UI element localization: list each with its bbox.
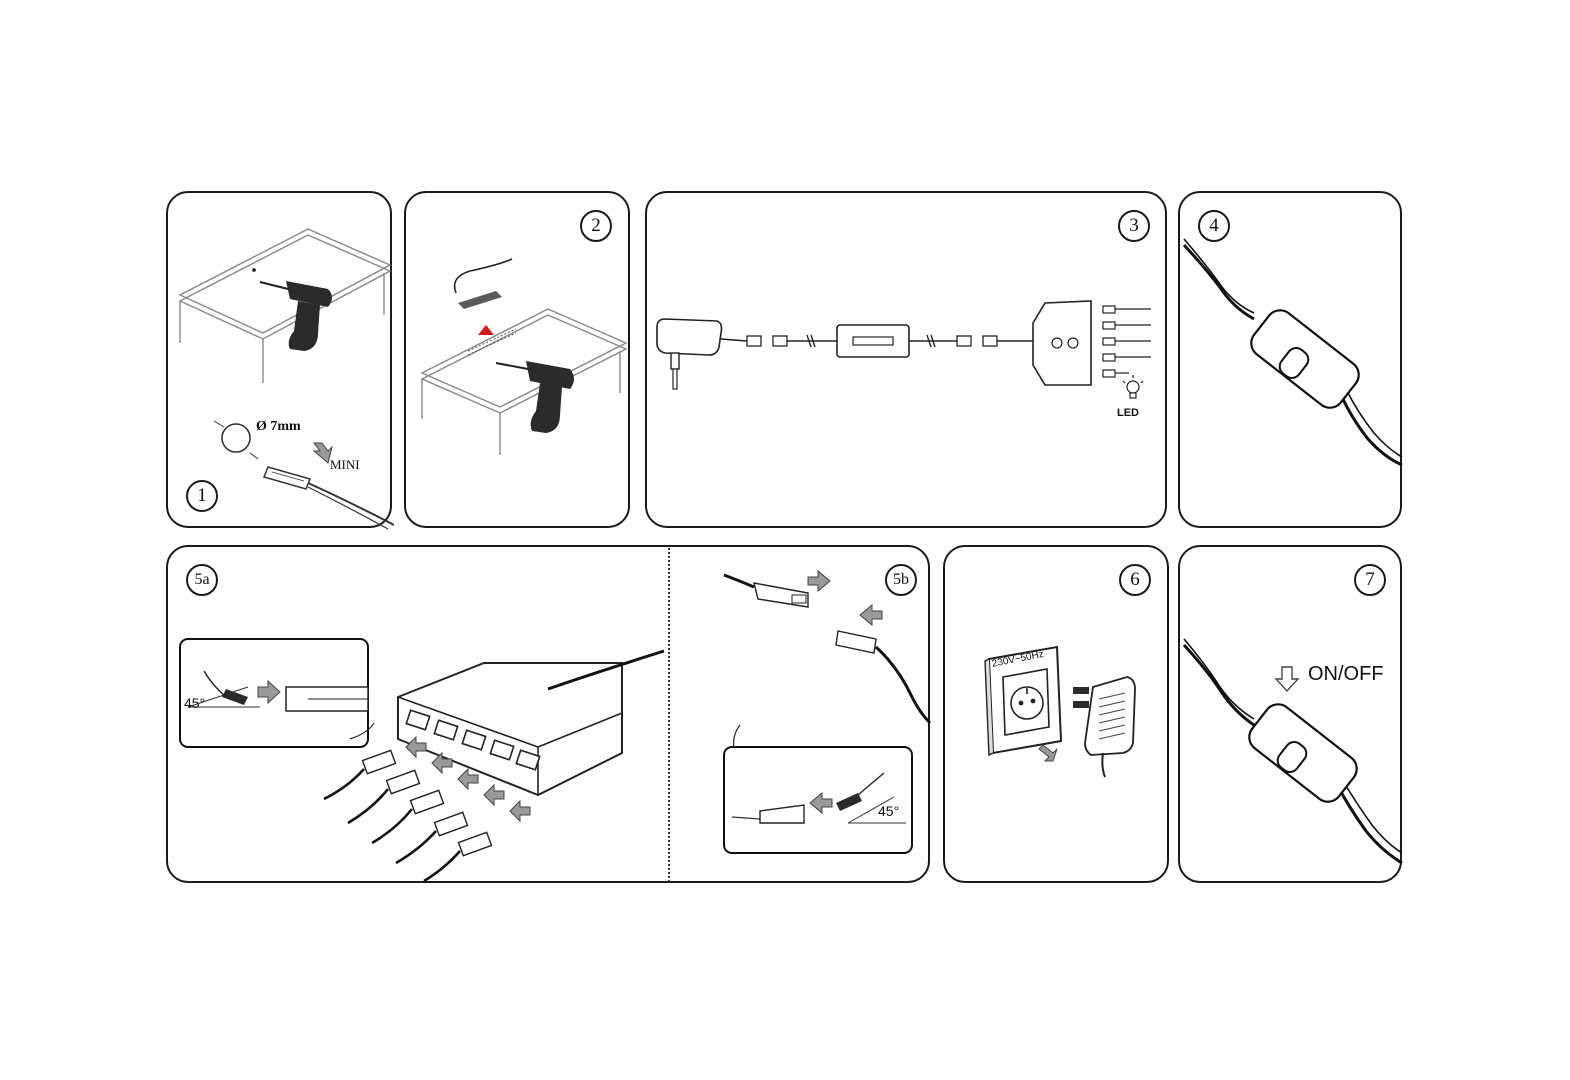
wall-socket-illustration bbox=[984, 645, 1136, 778]
output-connectors bbox=[1102, 305, 1151, 378]
switch-icon bbox=[1250, 309, 1360, 409]
up-arrow-icon bbox=[478, 325, 494, 335]
wall-socket-icon bbox=[984, 645, 1063, 757]
light-bar-icon bbox=[453, 258, 513, 309]
plug-connectors bbox=[323, 749, 493, 883]
drill-icon bbox=[495, 361, 574, 433]
switch-icon bbox=[1248, 703, 1358, 803]
panel-step-3: LED 3 bbox=[645, 191, 1167, 528]
angle-label-5a: 45° bbox=[184, 695, 206, 711]
panel-step-1: Ø 7mm MINI 1 bbox=[166, 191, 394, 530]
distributor-hub-icon bbox=[397, 649, 665, 797]
mount-light-illustration bbox=[420, 258, 628, 455]
distributor-connection-illustration bbox=[179, 569, 932, 883]
arrow-icons bbox=[405, 735, 531, 823]
wiring-diagram-illustration bbox=[656, 300, 1151, 399]
step-number-badge: 6 bbox=[1119, 564, 1151, 596]
arrow-icon bbox=[312, 442, 333, 464]
inset-detail-5a bbox=[179, 638, 375, 748]
panel-step-6: 230V~50Hz 6 bbox=[943, 545, 1169, 883]
panel-step-4: 4 bbox=[1178, 191, 1403, 528]
switch-on-off-illustration bbox=[1182, 638, 1403, 865]
mini-connector-icon bbox=[262, 466, 394, 530]
step-number-badge-5b: 5b bbox=[885, 564, 917, 596]
angle-label-5b: 45° bbox=[878, 803, 900, 819]
hole-icon bbox=[221, 423, 251, 453]
step-number-badge: 3 bbox=[1118, 210, 1150, 242]
step-number-badge-5a: 5a bbox=[186, 564, 218, 596]
panel-step-2: 2 bbox=[404, 191, 630, 528]
power-adapter-icon bbox=[1073, 676, 1136, 778]
controller-box-icon bbox=[836, 324, 910, 358]
diameter-label: Ø 7mm bbox=[256, 419, 301, 434]
on-off-label: ON/OFF bbox=[1308, 663, 1384, 685]
power-adapter-icon bbox=[656, 318, 723, 390]
connector-pair-5b bbox=[723, 569, 932, 725]
panel-divider bbox=[668, 548, 670, 882]
step-number-badge: 7 bbox=[1354, 564, 1386, 596]
connector-icon bbox=[746, 335, 998, 347]
led-label: LED bbox=[1117, 407, 1139, 419]
step-number-badge: 1 bbox=[186, 480, 218, 512]
panel-step-5: 45° 45° 5a 5b bbox=[166, 545, 932, 883]
inline-switch-illustration bbox=[1182, 238, 1403, 467]
drill-icon bbox=[259, 281, 332, 351]
down-arrow-icon bbox=[1274, 666, 1300, 693]
drill-under-shelf-illustration bbox=[178, 228, 394, 530]
step-number-badge: 4 bbox=[1198, 210, 1230, 242]
arrow-icon bbox=[1038, 744, 1058, 762]
mini-label: MINI bbox=[330, 457, 360, 472]
bulb-icon bbox=[1122, 375, 1144, 399]
inset-detail-5b bbox=[723, 724, 913, 854]
panel-step-7: ON/OFF 7 bbox=[1178, 545, 1403, 883]
step-number-badge: 2 bbox=[580, 210, 612, 242]
distributor-hub-icon bbox=[1032, 300, 1092, 386]
